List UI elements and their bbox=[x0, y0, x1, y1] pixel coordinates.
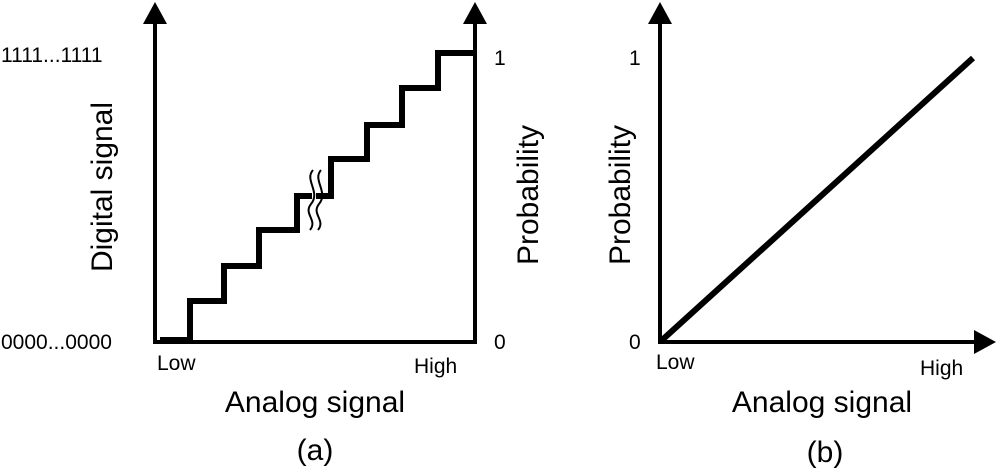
panel-a-right-axis-label: Probability bbox=[512, 125, 545, 265]
panel-a-x-tick-low: Low bbox=[157, 352, 196, 375]
panel-a-staircase-lower bbox=[160, 193, 312, 343]
panel-a-right-tick-top: 1 bbox=[494, 47, 506, 70]
panel-b-x-axis-label: Analog signal bbox=[732, 386, 912, 419]
panel-a-break-mark-icon bbox=[315, 169, 324, 231]
panel-a-right-axis-arrow-icon bbox=[463, 2, 487, 24]
panel-a-right-tick-bottom: 0 bbox=[494, 331, 506, 354]
panel-a-staircase-upper bbox=[316, 50, 474, 199]
panel-a-caption: (a) bbox=[297, 434, 334, 467]
panel-a-left-tick-top: 1111...1111 bbox=[1, 44, 103, 67]
panel-b-y-axis-arrow-icon bbox=[648, 2, 672, 24]
panel-b-caption: (b) bbox=[807, 436, 844, 469]
panel-b-y-tick-top: 1 bbox=[629, 47, 641, 70]
panel-b-y-tick-bottom: 0 bbox=[629, 331, 641, 354]
panel-b-x-tick-low: Low bbox=[656, 351, 695, 374]
panel-b-linear-curve bbox=[658, 55, 976, 344]
panel-a: Digital signal Probability 1111...1111 0… bbox=[1, 2, 545, 467]
panel-b-y-axis-label: Probability bbox=[604, 125, 637, 265]
panel-b-x-tick-high: High bbox=[920, 357, 963, 380]
panel-b: Probability 1 0 Low High Analog signal (… bbox=[604, 2, 996, 469]
panel-a-left-axis-arrow-icon bbox=[143, 2, 167, 24]
panel-a-left-axis-label: Digital signal bbox=[86, 102, 119, 272]
panel-a-x-axis-label: Analog signal bbox=[225, 386, 405, 419]
panel-a-break-mark-icon bbox=[307, 169, 316, 231]
panel-a-x-tick-high: High bbox=[414, 355, 457, 378]
panel-a-left-tick-bottom: 0000...0000 bbox=[1, 331, 112, 354]
panel-b-x-axis-arrow-icon bbox=[974, 330, 996, 354]
